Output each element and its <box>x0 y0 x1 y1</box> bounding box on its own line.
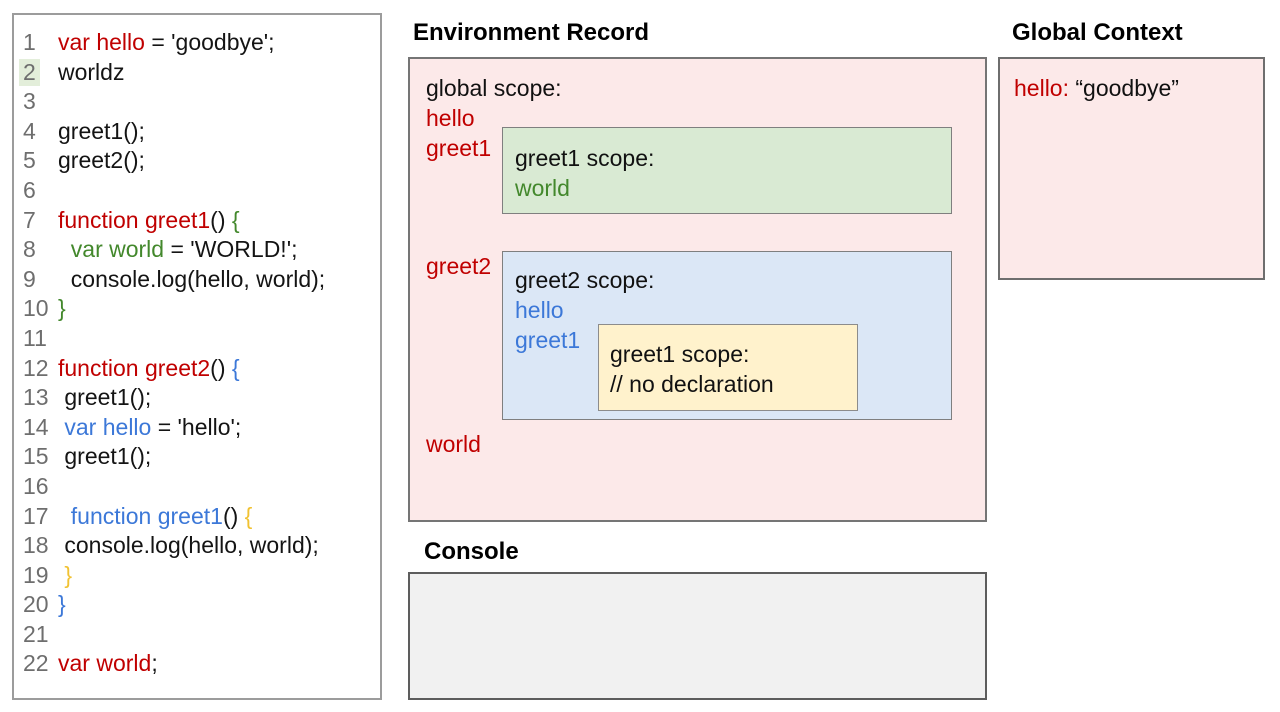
code-line: 14 var hello = 'hello'; <box>14 413 380 443</box>
line-number: 13 <box>23 384 49 411</box>
code-line-text: greet2(); <box>58 147 145 174</box>
code-line: 19 } <box>14 561 380 591</box>
line-number: 17 <box>23 502 49 529</box>
line-number: 9 <box>23 265 36 292</box>
code-line: 5 greet2(); <box>14 146 380 176</box>
global-context-entry-name: hello: <box>1014 75 1069 101</box>
code-line-text: var world; <box>58 650 158 677</box>
line-number: 19 <box>23 561 49 588</box>
global-scope-var-hello: hello <box>426 105 475 131</box>
code-line: 1 var hello = 'goodbye'; <box>14 28 380 58</box>
code-line-text: } <box>58 591 66 618</box>
line-number: 15 <box>23 443 49 470</box>
code-line: 20} <box>14 590 380 620</box>
line-number: 20 <box>23 591 49 618</box>
line-number: 4 <box>23 117 36 144</box>
line-number: 5 <box>23 147 36 174</box>
code-line-text: worldz <box>58 58 125 85</box>
greet1-scope-var-world: world <box>515 175 570 201</box>
code-line: 8 var world = 'WORLD!'; <box>14 235 380 265</box>
greet2-scope-var-greet1: greet1 <box>515 327 581 353</box>
global-context-box: hello: “goodbye” <box>998 57 1265 280</box>
code-line-text: var world = 'WORLD!'; <box>70 236 298 263</box>
environment-record-box: global scope: hello greet1 greet2 world … <box>408 57 987 522</box>
line-number: 18 <box>23 532 49 559</box>
global-context-entry: hello: “goodbye” <box>1014 74 1179 103</box>
global-scope-heading: global scope: <box>426 75 562 101</box>
code-line: 18 console.log(hello, world); <box>14 531 380 561</box>
line-number: 12 <box>23 354 49 381</box>
line-number: 10 <box>23 295 49 322</box>
code-line: 4 greet1(); <box>14 117 380 147</box>
code-line: 17 function greet1() { <box>14 502 380 532</box>
line-number: 6 <box>23 176 36 203</box>
code-line-text: var hello = 'goodbye'; <box>58 29 275 55</box>
code-line: 9 console.log(hello, world); <box>14 265 380 295</box>
code-line: 13 greet1(); <box>14 383 380 413</box>
code-line-text: } <box>58 295 66 322</box>
line-number: 16 <box>23 472 49 499</box>
global-scope-var-greet1: greet1 <box>426 135 492 161</box>
greet2-scope-var-hello: hello <box>515 297 564 323</box>
code-line: 3 <box>14 87 380 117</box>
code-line: 16 <box>14 472 380 502</box>
global-context-entry-value: “goodbye” <box>1068 75 1179 101</box>
code-line-text: var hello = 'hello'; <box>64 413 242 440</box>
code-line: 21 <box>14 620 380 650</box>
code-line-text: function greet2() { <box>58 354 240 381</box>
code-line: 10} <box>14 294 380 324</box>
console-title: Console <box>424 538 519 565</box>
code-line-text: } <box>58 561 73 588</box>
code-line-text: console.log(hello, world); <box>58 265 326 292</box>
environment-record-title: Environment Record <box>413 19 650 46</box>
nested-greet1-scope-box: greet1 scope: // no declaration <box>598 324 858 411</box>
nested-greet1-scope-comment: // no declaration <box>610 371 774 397</box>
line-number: 11 <box>23 324 47 351</box>
code-line-text: greet1(); <box>58 117 145 144</box>
code-line: 6 <box>14 176 380 206</box>
code-line: 11 <box>14 324 380 354</box>
code-line: 22 var world; <box>14 649 380 679</box>
code-line-text: function greet1() { <box>58 206 240 233</box>
line-number: 7 <box>23 206 36 233</box>
code-line-text: function greet1() { <box>70 502 253 529</box>
code-line-text: greet1(); <box>58 384 152 411</box>
code-line-text: greet1(); <box>58 443 152 470</box>
line-number: 22 <box>23 650 49 677</box>
greet2-scope-heading: greet2 scope: <box>515 267 655 293</box>
code-line-text: console.log(hello, world); <box>58 532 319 559</box>
line-number: 2 <box>14 58 58 88</box>
nested-greet1-scope-heading: greet1 scope: <box>610 341 750 367</box>
line-number: 21 <box>23 620 49 647</box>
code-line: 7 function greet1() { <box>14 206 380 236</box>
greet1-scope-box: greet1 scope: world <box>502 127 952 214</box>
greet1-scope-heading: greet1 scope: <box>515 145 655 171</box>
greet2-scope-box: greet2 scope: hello greet1 greet1 scope:… <box>502 251 952 420</box>
line-number: 3 <box>23 88 36 115</box>
line-number: 14 <box>23 413 49 440</box>
line-number: 1 <box>23 29 36 55</box>
global-scope-var-greet2: greet2 <box>426 253 492 279</box>
global-scope-var-world: world <box>426 431 481 457</box>
code-line: 15 greet1(); <box>14 442 380 472</box>
code-line: 12 function greet2() { <box>14 354 380 384</box>
console-output-box <box>408 572 987 700</box>
global-context-title: Global Context <box>1012 19 1183 46</box>
line-number: 8 <box>23 236 36 263</box>
